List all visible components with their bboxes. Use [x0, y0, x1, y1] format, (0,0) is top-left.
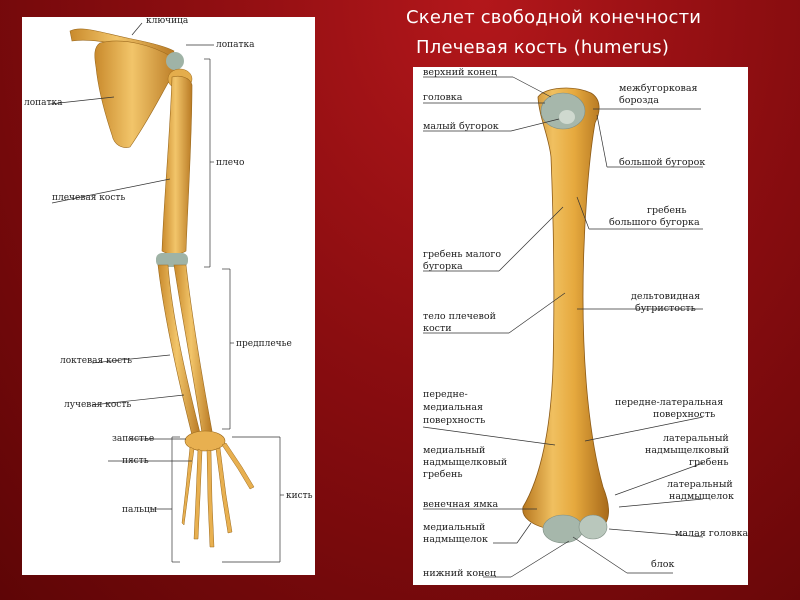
label-scapula-left: лопатка: [24, 98, 63, 108]
label-metacarpus: пясть: [122, 456, 149, 466]
label-hand: кисть: [286, 491, 313, 501]
label-lesser-tubercle: малый бугорок: [423, 121, 499, 132]
label-med-epicond-1: медиальный: [423, 522, 485, 533]
label-radius: лучевая кость: [64, 400, 131, 410]
limb-leader-lines: [49, 22, 284, 563]
carpal-bones: [184, 430, 226, 452]
slide-subtitle: Плечевая кость (humerus): [416, 37, 670, 58]
label-ant-lat-2: поверхность: [653, 409, 715, 420]
trochlea-shape: [542, 514, 584, 544]
label-lower-end: нижний конец: [423, 568, 496, 579]
limb-skeleton-diagram: ключица лопатка лопатка плечо плечевая к…: [24, 17, 313, 563]
humerus-bone: [522, 87, 609, 534]
humerus-bone-small: [161, 75, 193, 255]
label-ant-med-2: медиальная: [423, 402, 483, 413]
label-lat-epicond-crest-2: надмыщелковый: [645, 445, 729, 456]
label-upper-end: верхний конец: [423, 67, 497, 78]
label-lat-epicond-2: надмыщелок: [669, 491, 734, 502]
label-body-2: кости: [423, 323, 452, 334]
label-wrist: запястье: [112, 434, 154, 444]
label-greater-crest-1: гребень: [647, 205, 687, 216]
label-med-epicond-crest-3: гребень: [423, 469, 463, 480]
capitulum-shape: [578, 514, 608, 540]
label-forearm: предплечье: [236, 339, 292, 349]
label-lesser-crest-2: бугорка: [423, 261, 463, 272]
slide-title: Скелет свободной конечности: [406, 7, 702, 28]
label-med-epicond-2: надмыщелок: [423, 534, 488, 545]
humerus-diagram: верхний конец головка малый бугорок греб…: [422, 67, 748, 579]
label-body-1: тело плечевой: [423, 311, 496, 322]
limb-skeleton-panel: ключица лопатка лопатка плечо плечевая к…: [22, 17, 315, 575]
label-capitulum: малая головка: [675, 528, 748, 539]
label-greater-tubercle: большой бугорок: [619, 157, 705, 168]
label-coronoid-fossa: венечная ямка: [423, 499, 499, 510]
label-lat-epicond-crest-3: гребень: [689, 457, 729, 468]
humerus-panel: верхний конец головка малый бугорок греб…: [413, 67, 748, 585]
label-lat-epicond-crest-1: латеральный: [663, 433, 729, 444]
label-deltoid-2: бугристость: [635, 303, 696, 314]
label-humerus: плечевая кость: [52, 193, 125, 203]
label-scapula-top: лопатка: [216, 40, 255, 50]
humerus-leader-lines: [422, 76, 704, 578]
label-intertubercular-1: межбугорковая: [619, 83, 698, 94]
label-med-epicond-crest-1: медиальный: [423, 445, 485, 456]
label-ant-lat-1: передне-латеральная: [615, 397, 723, 408]
label-clavicle: ключица: [146, 17, 189, 26]
shoulder-joint: [166, 52, 184, 70]
label-ant-med-1: передне-: [423, 389, 468, 400]
label-intertubercular-2: борозда: [619, 95, 659, 106]
scapula-bone: [94, 40, 179, 148]
label-fingers: пальцы: [122, 505, 157, 515]
label-ant-med-3: поверхность: [423, 415, 485, 426]
lesser-tubercle-shape: [559, 110, 575, 124]
label-shoulder: плечо: [216, 158, 244, 168]
label-lesser-crest-1: гребень малого: [423, 249, 501, 260]
label-med-epicond-crest-2: надмыщелковый: [423, 457, 507, 468]
label-ulna: локтевая кость: [60, 356, 132, 366]
label-deltoid-1: дельтовидная: [631, 291, 700, 302]
label-trochlea: блок: [651, 559, 674, 570]
hand-bones: [181, 442, 255, 548]
label-greater-crest-2: большого бугорка: [609, 217, 700, 228]
label-lat-epicond-1: латеральный: [667, 479, 733, 490]
elbow-joint: [156, 253, 188, 267]
label-head: головка: [423, 92, 463, 103]
